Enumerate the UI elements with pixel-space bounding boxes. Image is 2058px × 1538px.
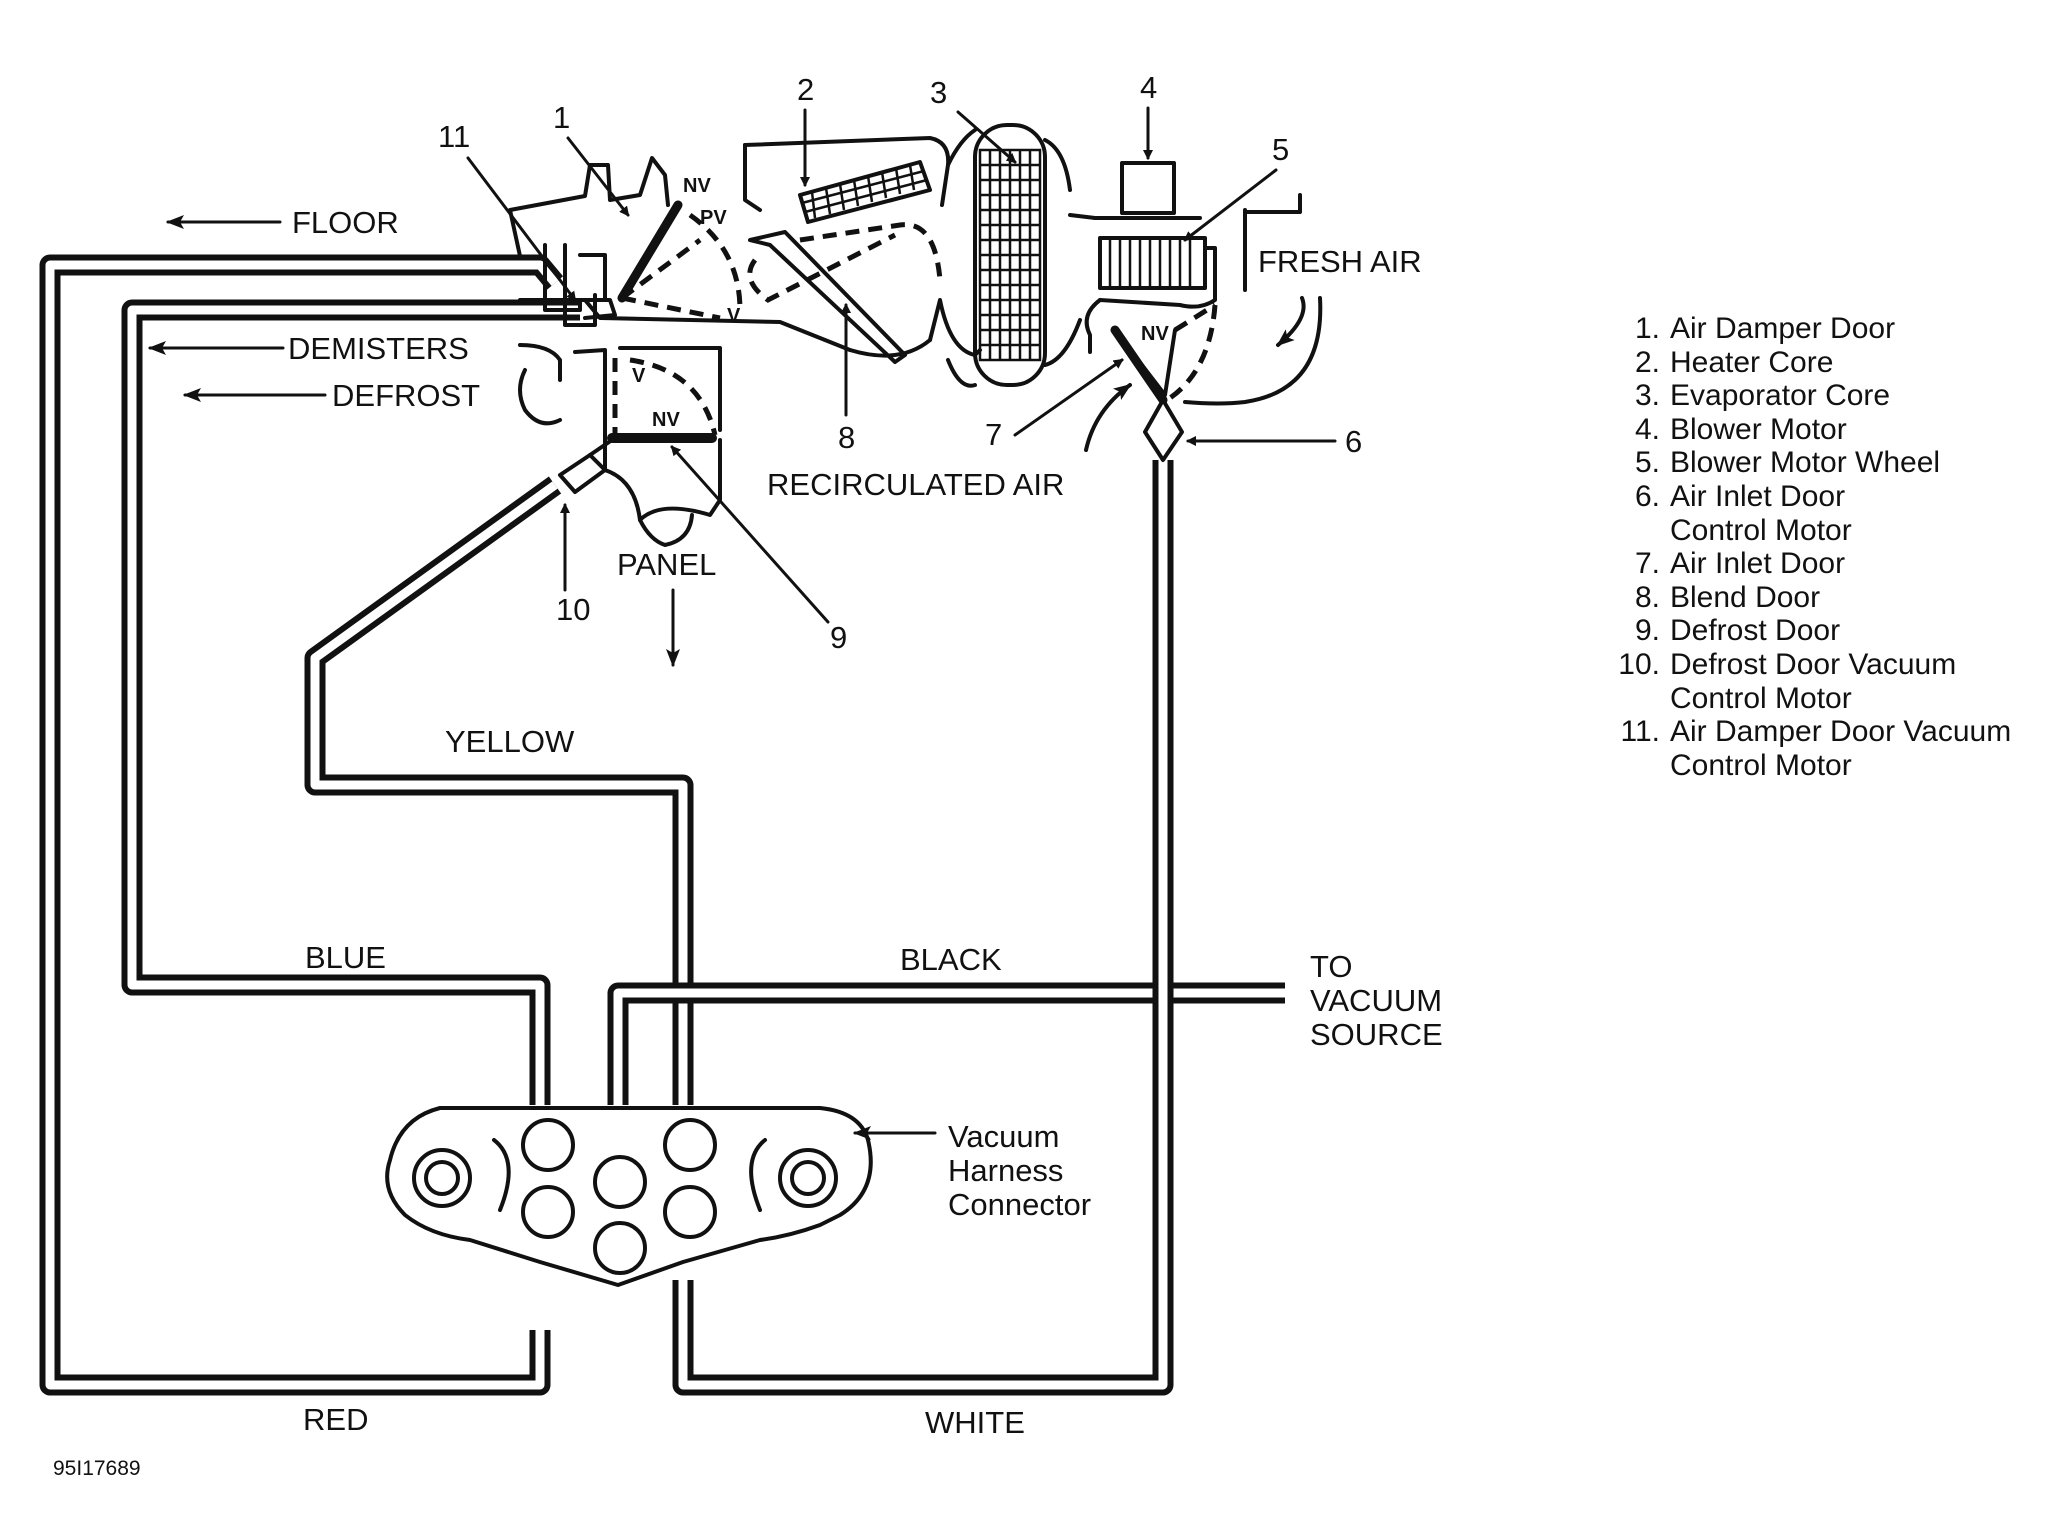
floor-label: FLOOR: [292, 205, 399, 240]
svg-text:TO: TO: [1310, 949, 1353, 984]
black-hose: [607, 982, 1285, 1105]
pv-mark-air-damper: PV: [700, 207, 727, 229]
callout-8: 8: [838, 420, 855, 455]
svg-text:Vacuum: Vacuum: [948, 1119, 1059, 1154]
white-label: WHITE: [925, 1405, 1025, 1440]
legend-item: 2.Heater Core: [1634, 345, 1834, 379]
legend-item: 11.Air Damper Door Vacuum Control Motor: [1620, 715, 2012, 782]
svg-text:VACUUM: VACUUM: [1310, 983, 1442, 1018]
legend-item: 6.Air Inlet Door Control Motor: [1634, 479, 1852, 547]
fresh-air-label: FRESH AIR: [1258, 244, 1422, 279]
hose-color-labels: YELLOW BLUE BLACK RED WHITE: [303, 724, 1025, 1440]
v-mark-defrost: V: [632, 365, 646, 387]
vacuum-hoses: [39, 254, 1285, 1396]
vacuum-harness-connector: [385, 1106, 873, 1287]
legend-item: 3.Evaporator Core: [1634, 379, 1891, 413]
airflow-labels: FLOOR DEMISTERS DEFROST PANEL FRESH AIR …: [148, 205, 1422, 667]
door-position-marks: NV PV V V NV NV: [632, 175, 1169, 431]
callout-2: 2: [797, 72, 814, 107]
legend: 1.Air Damper Door 2.Heater Core 3.Evapor…: [1604, 312, 2044, 782]
callout-3: 3: [930, 75, 947, 110]
callouts: 1 2 3 4 5 6 7 8 9 10 11: [438, 70, 1362, 655]
legend-item: 1.Air Damper Door: [1634, 312, 1896, 345]
callout-7: 7: [985, 417, 1002, 452]
legend-item: 5.Blower Motor Wheel: [1634, 446, 1941, 480]
nv-mark-defrost: NV: [652, 409, 680, 431]
v-mark-air-damper: V: [727, 305, 741, 327]
svg-text:SOURCE: SOURCE: [1310, 1017, 1443, 1052]
legend-item: 10.Defrost Door Vacuum Control Motor: [1618, 647, 1957, 715]
svg-text:Connector: Connector: [948, 1187, 1091, 1222]
nv-mark-inlet: NV: [1141, 323, 1169, 345]
defrost-label: DEFROST: [332, 378, 480, 413]
nv-mark-air-damper: NV: [683, 175, 711, 197]
callout-9: 9: [830, 620, 847, 655]
callout-11: 11: [438, 119, 470, 154]
vacuum-source-label: TO VACUUM SOURCE: [1310, 949, 1443, 1052]
callout-6: 6: [1345, 424, 1362, 459]
blower-motor: [1068, 161, 1202, 220]
recirculated-air-label: RECIRCULATED AIR: [767, 467, 1064, 502]
evaporator-core: [946, 123, 1082, 388]
panel-label: PANEL: [617, 547, 716, 582]
blower-motor-wheel: [1098, 193, 1302, 309]
svg-text:Harness: Harness: [948, 1153, 1063, 1188]
hvac-case: [508, 123, 1323, 547]
black-label: BLACK: [900, 942, 1002, 977]
legend-item: 9.Defrost Door: [1634, 614, 1841, 648]
connector-label: Vacuum Harness Connector: [853, 1119, 1091, 1222]
figure-code: 95I17689: [53, 1457, 141, 1480]
legend-item: 7.Air Inlet Door: [1634, 547, 1846, 581]
callout-10: 10: [556, 592, 590, 627]
demisters-label: DEMISTERS: [288, 331, 469, 366]
red-label: RED: [303, 1402, 368, 1437]
heater-core: [798, 160, 932, 224]
callout-5: 5: [1272, 132, 1289, 167]
callout-1: 1: [553, 100, 570, 135]
legend-item: 8.Blend Door: [1634, 580, 1821, 614]
legend-item: 4.Blower Motor: [1634, 412, 1847, 446]
yellow-label: YELLOW: [445, 724, 575, 759]
blue-label: BLUE: [305, 940, 386, 975]
callout-4: 4: [1140, 70, 1157, 105]
white-hose: [672, 460, 1174, 1396]
